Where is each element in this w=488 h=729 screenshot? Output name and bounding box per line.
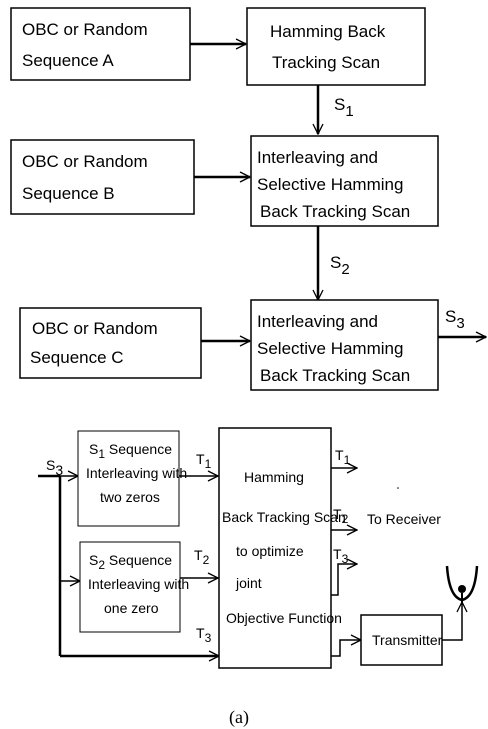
s1-label: S1 — [334, 95, 354, 120]
t2-input-label: T2 — [194, 547, 210, 567]
t3-output-label: T3 — [333, 546, 349, 566]
arrow-t3-out — [331, 564, 357, 596]
box2-line2: Interleaving with — [88, 576, 189, 592]
to-receiver-label: To Receiver — [367, 511, 441, 527]
scan-b-box: Interleaving and Selective Hamming Back … — [250, 135, 439, 227]
scan-c-line2: Selective Hamming — [257, 339, 403, 358]
figure-caption: (a) — [229, 707, 249, 728]
antenna-icon — [445, 565, 479, 604]
source-c-line1: OBC or Random — [32, 319, 158, 338]
box1-line1: S1 Sequence — [89, 441, 172, 461]
center-line2: Back Tracking Scan — [222, 509, 346, 525]
source-c-box: OBC or Random Sequence C — [19, 307, 202, 379]
s3-input-label: S3 — [46, 457, 63, 478]
transmitter-box: Transmitter — [360, 614, 443, 666]
source-b-line2: Sequence B — [22, 184, 115, 203]
s1-interleave-box: S1 Sequence Interleaving with two zeros — [77, 430, 187, 527]
scan-b-line3: Back Tracking Scan — [260, 202, 410, 221]
arrow-to-antenna — [442, 602, 462, 641]
t1-output-label: T1 — [335, 447, 351, 467]
source-c-line2: Sequence C — [30, 348, 124, 367]
center-line4: joint — [235, 575, 262, 591]
source-b-line1: OBC or Random — [22, 152, 148, 171]
hamming-optimizer-box: Hamming Back Tracking Scan to optimize j… — [218, 427, 346, 669]
source-a-box: OBC or Random Sequence A — [10, 7, 191, 81]
source-a-line1: OBC or Random — [22, 20, 148, 39]
scan-a-box: Hamming Back Tracking Scan — [246, 7, 426, 86]
speck — [397, 487, 399, 489]
box2-line1: S2 Sequence — [89, 552, 172, 572]
s2-interleave-box: S2 Sequence Interleaving with one zero — [79, 541, 189, 633]
center-line1: Hamming — [244, 469, 304, 485]
scan-c-box: Interleaving and Selective Hamming Back … — [250, 299, 439, 391]
box2-line3: one zero — [104, 600, 159, 616]
t2-output-label: T2 — [333, 506, 349, 526]
t3-input-label: T3 — [196, 625, 212, 645]
center-line3: to optimize — [236, 543, 304, 559]
s2-label: S2 — [330, 253, 350, 278]
box1-line2: Interleaving with — [86, 465, 187, 481]
source-a-line2: Sequence A — [22, 51, 114, 70]
scan-c-line3: Back Tracking Scan — [260, 366, 410, 385]
scan-b-line1: Interleaving and — [257, 148, 378, 167]
transmitter-label: Transmitter — [372, 632, 443, 648]
center-line5: Objective Function — [226, 610, 342, 626]
scan-c-line1: Interleaving and — [257, 312, 378, 331]
t1-input-label: T1 — [196, 451, 212, 471]
scan-a-line1: Hamming Back — [270, 22, 386, 41]
s3-label: S3 — [445, 307, 465, 332]
arrow-to-transmitter — [331, 640, 361, 657]
scan-a-line2: Tracking Scan — [272, 53, 380, 72]
box1-line3: two zeros — [100, 489, 160, 505]
scan-b-line2: Selective Hamming — [257, 175, 403, 194]
source-b-box: OBC or Random Sequence B — [10, 139, 195, 215]
